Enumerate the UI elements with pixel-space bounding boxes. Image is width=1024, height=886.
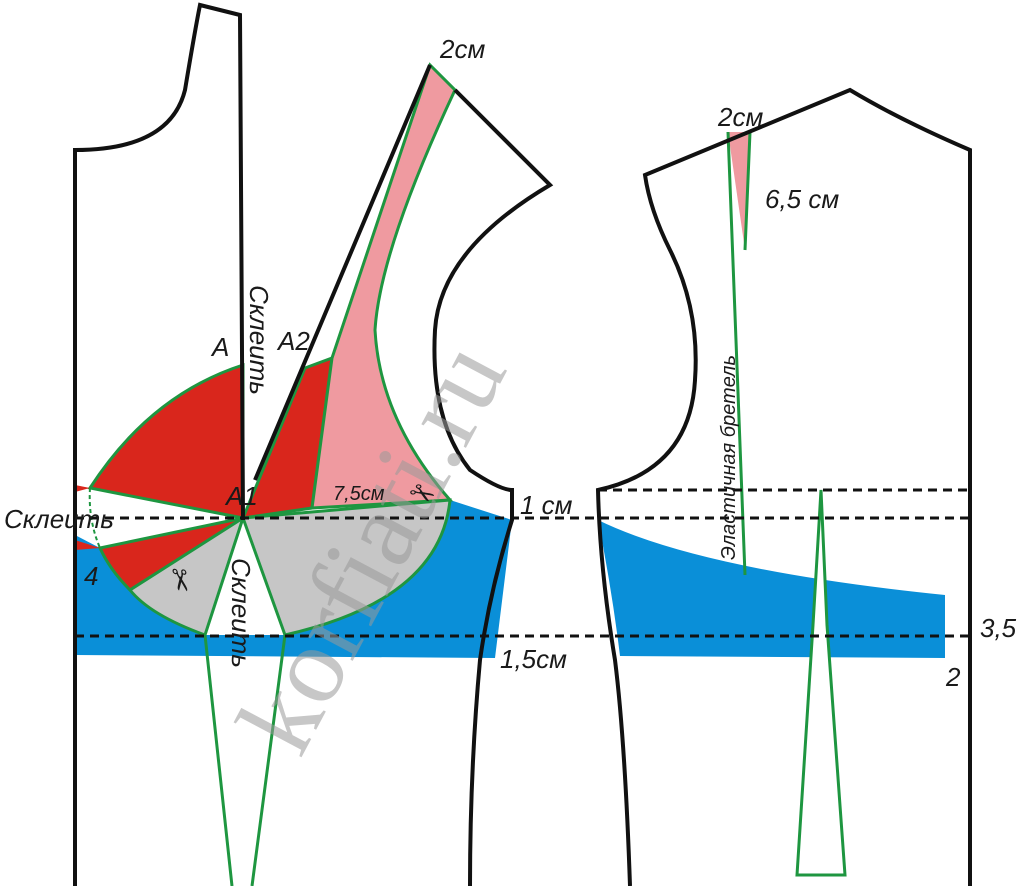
waist-dart-left: [203, 634, 287, 886]
label-glue-vertical-top: Склеить: [244, 285, 274, 395]
left-piece-outline: [73, 2, 245, 886]
label-2cm-right: 2см: [717, 102, 763, 132]
label-6-5cm: 6,5 см: [765, 184, 839, 214]
label-point-a: A: [210, 332, 229, 362]
elastic-strap-pink: [728, 132, 750, 250]
blue-band-left: [75, 500, 512, 658]
left-armhole: [432, 88, 554, 886]
red-sector-top: [87, 362, 245, 520]
label-4: 4: [84, 561, 98, 591]
label-glue-vertical-bottom: Склеить: [226, 558, 256, 668]
label-2: 2: [945, 662, 961, 692]
label-1cm: 1 см: [520, 490, 573, 520]
waist-dart-right: [795, 489, 847, 877]
gray-sector-left: [127, 514, 246, 637]
label-point-a2: A2: [276, 326, 310, 356]
label-2cm-left: 2см: [439, 34, 485, 64]
right-piece-outline: [595, 87, 972, 886]
elastic-strap-line: [726, 131, 752, 576]
label-point-a1: A1: [224, 481, 258, 511]
label-3-5: 3,5: [980, 613, 1017, 643]
label-elastic-strap: Эластичная бретель: [718, 355, 740, 560]
label-1-5cm: 1,5см: [500, 644, 567, 674]
pink-strap-left: [310, 62, 457, 510]
gray-sector-right: [240, 498, 452, 637]
label-glue-left: Склеить: [4, 504, 114, 534]
red-strip-left: [75, 485, 100, 550]
label-7-5cm: 7,5см: [333, 483, 385, 505]
left-shoulder-line: [253, 64, 432, 481]
blue-band-right: [598, 520, 945, 658]
